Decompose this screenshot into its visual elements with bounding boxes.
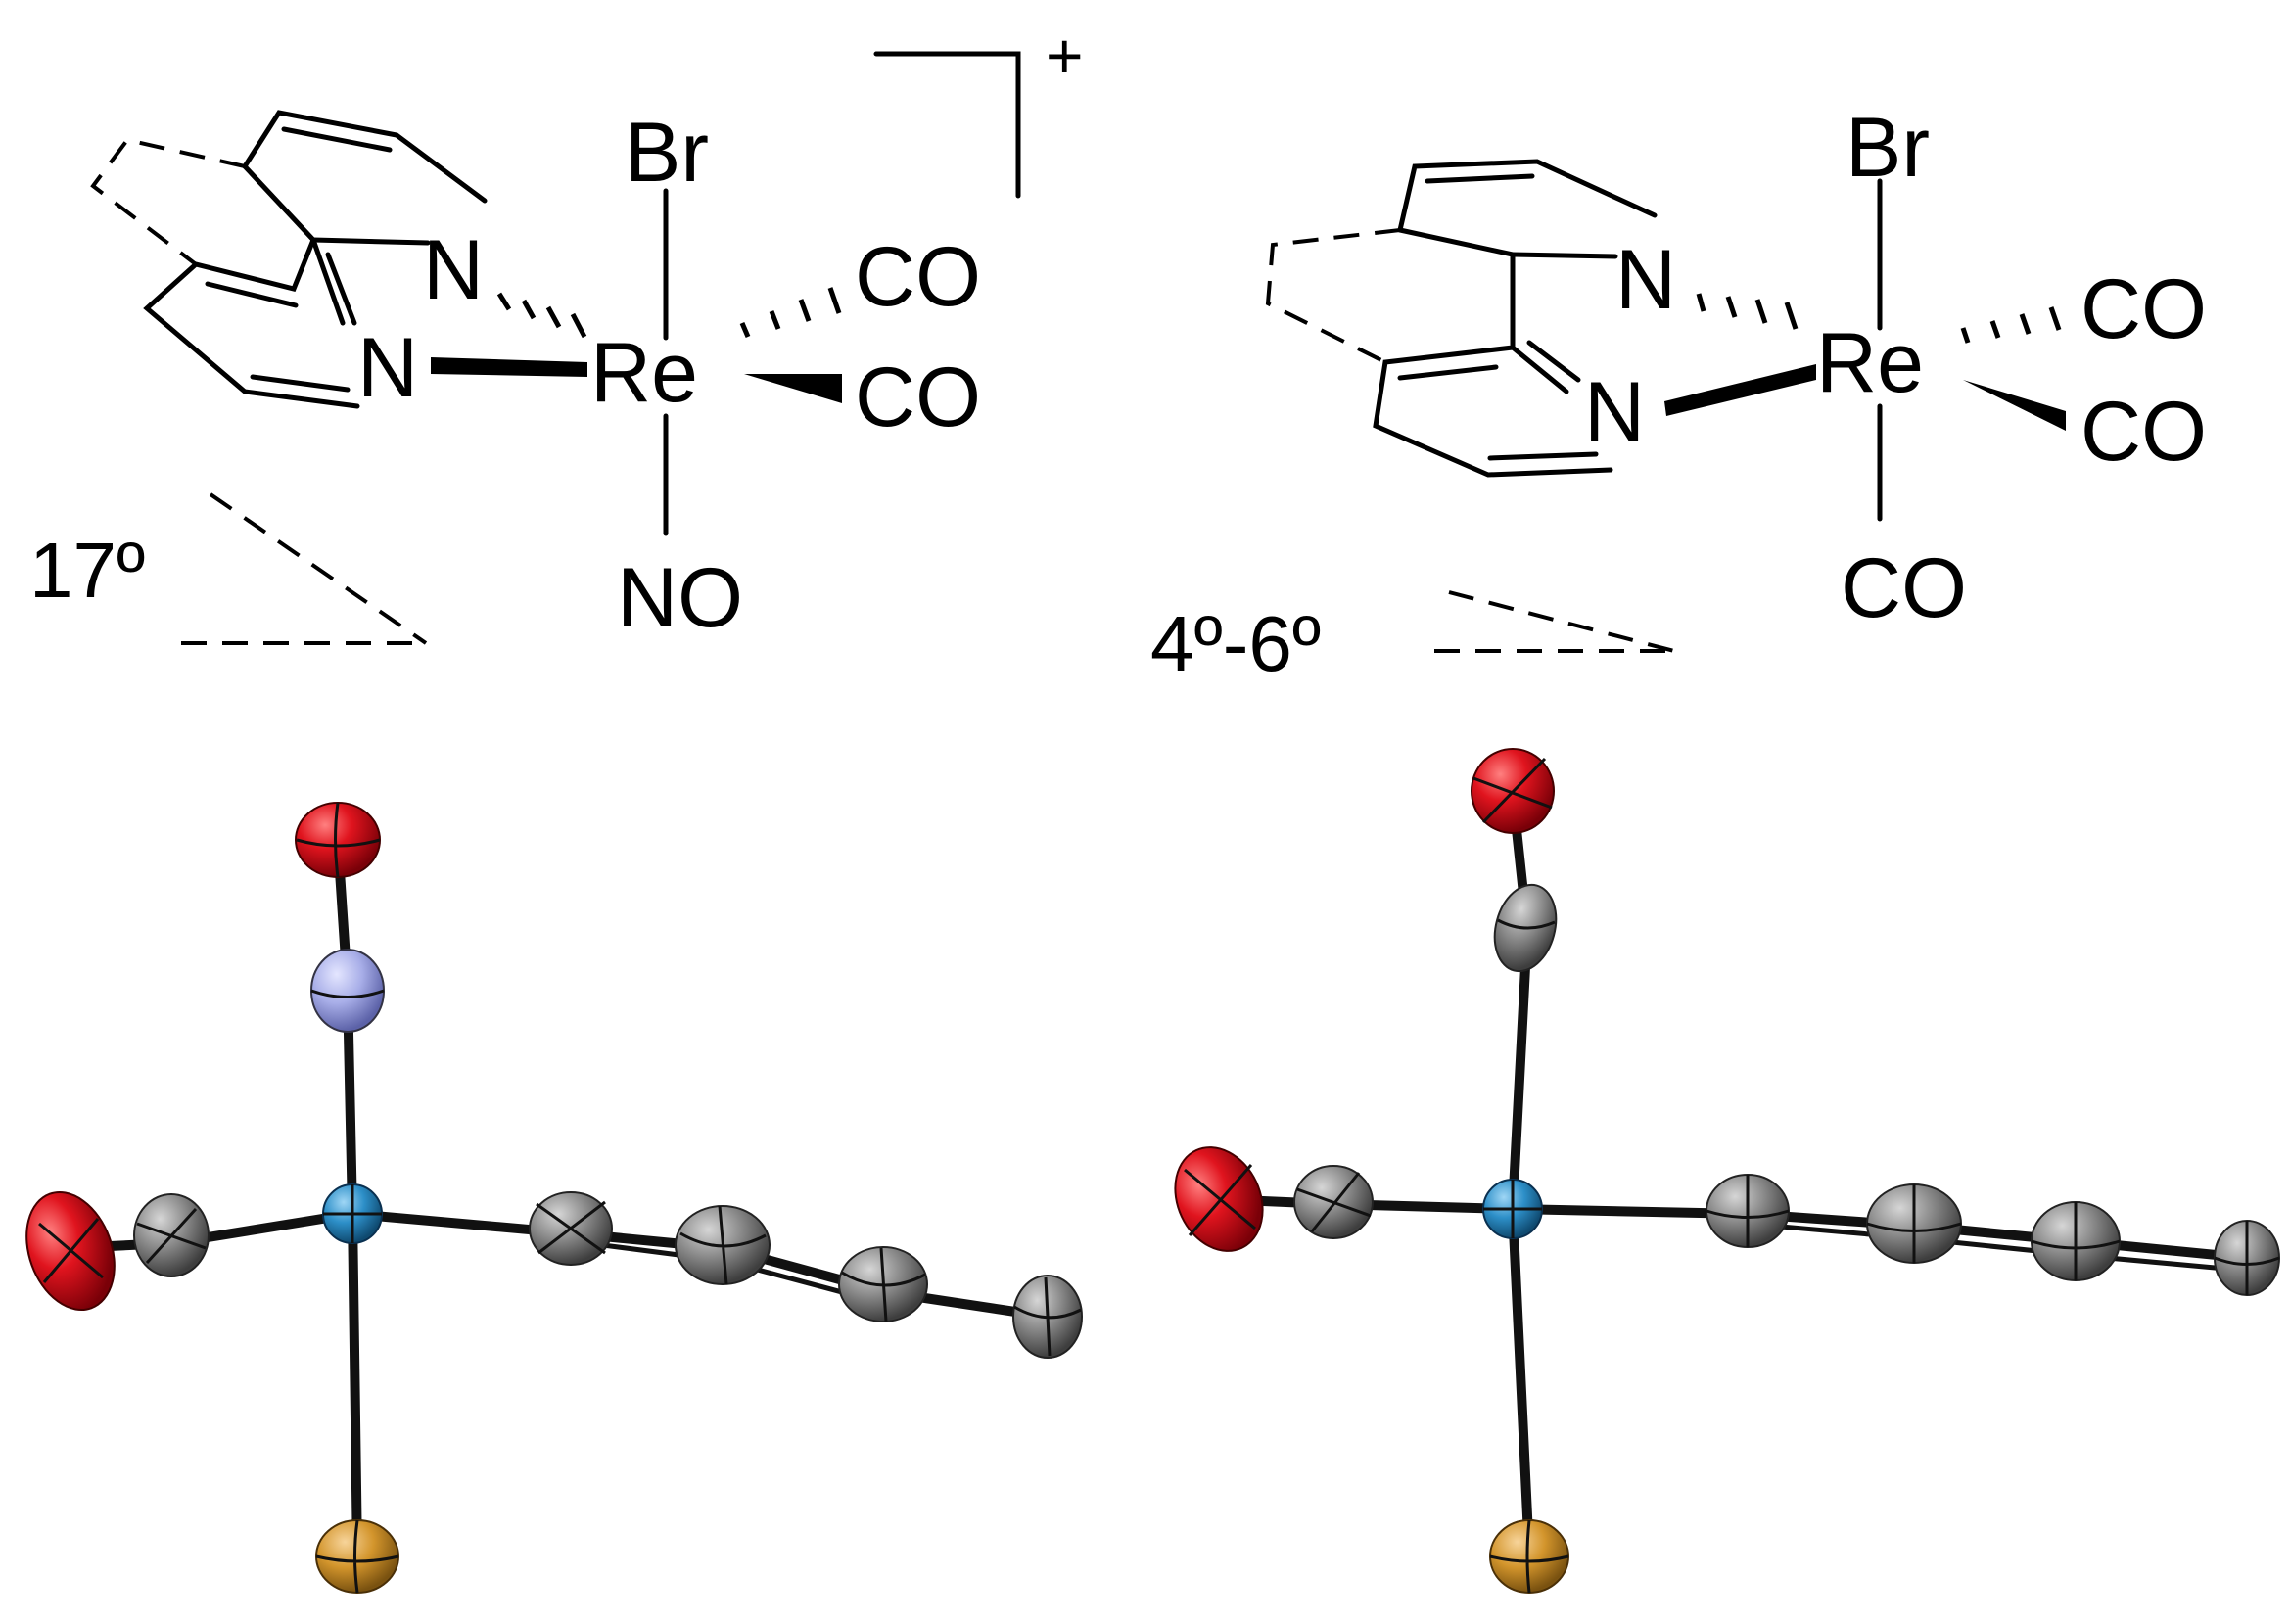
right-donor-n-upper: N bbox=[1615, 233, 1676, 327]
left-donor-n-lower: N bbox=[357, 321, 418, 415]
left-wedge-bond-n bbox=[431, 357, 587, 377]
left-wedge-bond-co bbox=[744, 374, 842, 403]
right-atom-ring-n bbox=[1706, 1174, 1790, 1248]
left-charge-bracket bbox=[873, 51, 1021, 199]
left-atom-oxygen-top bbox=[295, 802, 381, 878]
right-structural-formula: N N Re Br CO CO CO bbox=[1265, 101, 2207, 635]
left-hashed-bond-co bbox=[739, 287, 842, 338]
right-crystal-structure bbox=[1174, 748, 2280, 1594]
right-hashed-bond-n bbox=[1696, 293, 1799, 330]
right-bond-c-re bbox=[1508, 925, 1532, 1214]
right-atom-oxygen-top bbox=[1471, 748, 1555, 834]
left-ligand-co-upper: CO bbox=[855, 230, 981, 324]
right-wedge-bond-n bbox=[1664, 364, 1816, 416]
right-donor-n-lower: N bbox=[1584, 365, 1645, 459]
right-upper-pyridine-ring bbox=[1397, 159, 1658, 259]
left-atom-ring-n bbox=[529, 1191, 613, 1266]
left-atom-carbon-co bbox=[133, 1193, 210, 1277]
right-atom-ring-c3 bbox=[2214, 1220, 2280, 1296]
left-atom-rhenium bbox=[322, 1183, 383, 1244]
right-wedge-bond-co bbox=[1963, 380, 2066, 431]
left-crystal-structure bbox=[25, 802, 1083, 1594]
right-atom-ring-c2 bbox=[2031, 1201, 2121, 1281]
left-donor-n-upper: N bbox=[423, 223, 484, 317]
left-lower-pyridine-ring bbox=[143, 237, 360, 409]
left-dashed-bridge bbox=[90, 137, 246, 266]
right-hashed-bond-co bbox=[1960, 306, 2062, 344]
left-structural-formula: N N Re Br NO CO CO + bbox=[90, 20, 1084, 645]
left-ligand-co-lower: CO bbox=[855, 350, 981, 444]
left-bond-re-br-solid bbox=[348, 1209, 362, 1561]
right-axial-br: Br bbox=[1846, 101, 1930, 195]
left-charge: + bbox=[1046, 20, 1084, 92]
right-atom-bromine bbox=[1489, 1519, 1569, 1594]
right-angle-marker: 4º-6º bbox=[1150, 590, 1675, 687]
right-atom-rhenium bbox=[1482, 1179, 1543, 1239]
right-atom-ring-c1 bbox=[1866, 1183, 1962, 1264]
left-metal-re: Re bbox=[590, 326, 698, 420]
left-atom-bromine bbox=[315, 1519, 399, 1594]
left-atom-oxygen-co bbox=[25, 1190, 116, 1312]
left-axial-br: Br bbox=[625, 106, 709, 200]
left-axial-no: NO bbox=[617, 551, 743, 645]
left-upper-pyridine-ring bbox=[242, 110, 488, 246]
right-atom-carbon-top bbox=[1493, 883, 1558, 973]
right-dashed-bridge bbox=[1265, 228, 1401, 364]
right-metal-re: Re bbox=[1816, 316, 1924, 410]
right-ligand-co-upper: CO bbox=[2080, 262, 2207, 356]
left-atom-ring-c1 bbox=[675, 1205, 771, 1285]
left-angle-label: 17º bbox=[29, 527, 145, 614]
left-atom-ring-c3 bbox=[1012, 1275, 1083, 1359]
right-ligand-co-lower: CO bbox=[2080, 385, 2207, 479]
right-axial-co: CO bbox=[1841, 541, 1967, 635]
right-atom-oxygen-co bbox=[1174, 1146, 1264, 1252]
left-atom-ring-c2 bbox=[838, 1246, 928, 1322]
right-angle-label: 4º-6º bbox=[1150, 600, 1321, 687]
right-lower-pyridine-ring bbox=[1373, 252, 1613, 478]
left-angle-marker: 17º bbox=[29, 492, 428, 645]
left-atom-nitrogen bbox=[310, 949, 385, 1033]
right-bond-re-br-solid bbox=[1508, 1204, 1534, 1561]
left-hashed-bond-n bbox=[496, 292, 587, 339]
right-atom-carbon-co bbox=[1293, 1165, 1374, 1239]
